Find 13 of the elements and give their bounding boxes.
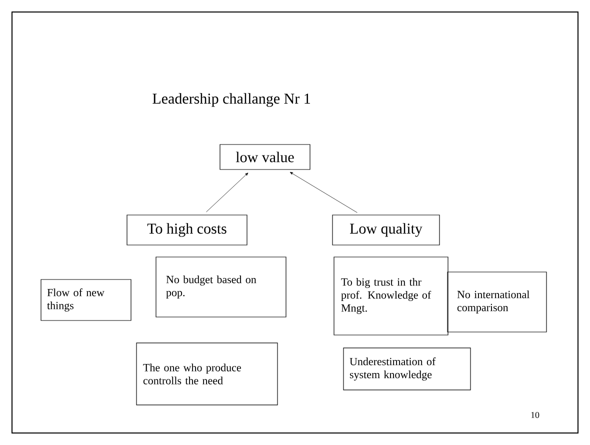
arrow	[290, 172, 358, 213]
slide-title: Leadership challange Nr 1	[152, 93, 310, 107]
text-box: No international comparison	[447, 272, 547, 332]
page-number: 10	[531, 412, 540, 418]
text-box: To high costs	[126, 214, 248, 246]
arrow	[206, 172, 248, 212]
text-box: Low quality	[332, 214, 440, 246]
text-box: low value	[220, 144, 310, 170]
text-box: No budget based on pop.	[156, 256, 286, 318]
text-box: The one who produce controlls the need	[136, 342, 278, 406]
text-box: Underestimation of system knowledge	[343, 348, 471, 390]
text-box: To big trust in thr prof. Knowledge of Mngt.	[334, 256, 448, 336]
text-box: Flow of new things	[40, 279, 132, 321]
